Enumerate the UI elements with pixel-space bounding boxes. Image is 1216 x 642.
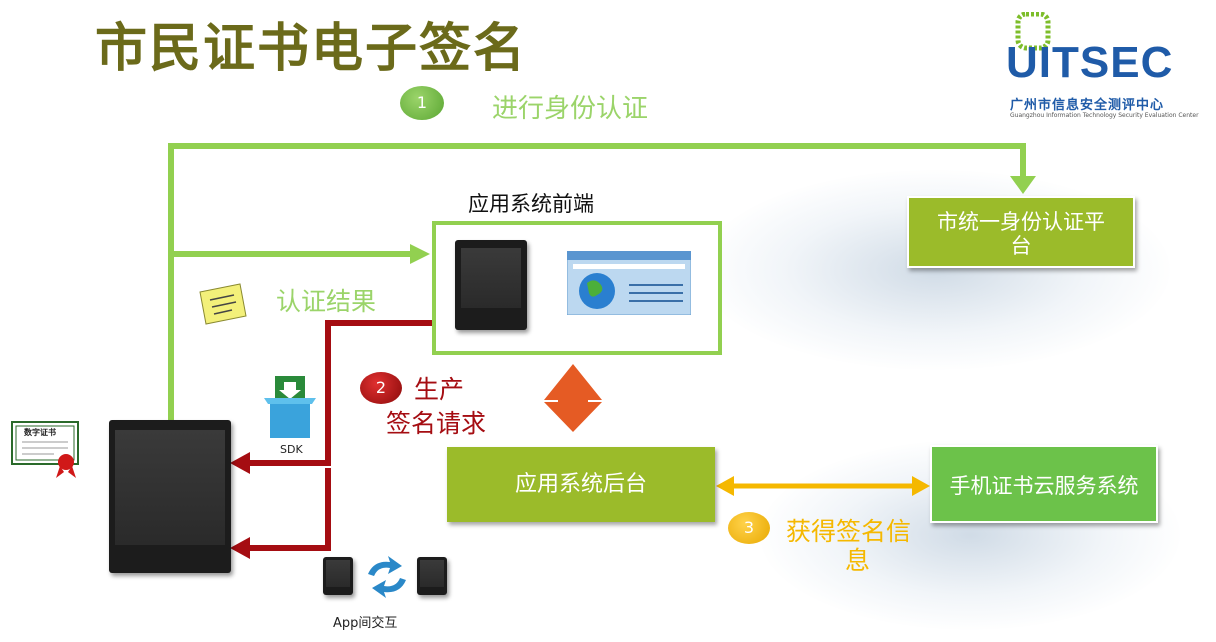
app-interaction-label: App间交互 bbox=[333, 616, 398, 631]
auth-platform-box: 市统一身份认证平 台 bbox=[907, 196, 1135, 268]
page-title: 市民证书电子签名 bbox=[95, 19, 528, 79]
auth-result-label: 认证结果 bbox=[276, 287, 377, 316]
step-3-label-1: 获得签名信 bbox=[786, 517, 912, 546]
sign-request-arrowhead bbox=[230, 452, 250, 474]
step-3-label-2: 息 bbox=[845, 546, 871, 575]
logo-org-en: Guangzhou Information Technology Securit… bbox=[1010, 112, 1199, 119]
sdk-label: SDK bbox=[280, 443, 303, 456]
auth-flow-line bbox=[168, 143, 1026, 420]
step-1-label: 进行身份认证 bbox=[492, 94, 649, 124]
logo-emblem-icon bbox=[1015, 12, 1051, 51]
auth-platform-label-2: 台 bbox=[1010, 234, 1032, 258]
auth-result-arrowhead bbox=[410, 244, 430, 264]
logo-org-cn: 广州市信息安全测评中心 bbox=[1010, 98, 1165, 113]
sync-arrows-icon bbox=[360, 556, 414, 602]
step-3-badge: 3 bbox=[728, 512, 770, 544]
step-2-label-2: 签名请求 bbox=[386, 409, 487, 438]
step-1-badge: 1 bbox=[400, 86, 444, 120]
uitsec-logo: UITSEC 广州市信息安全测评中心 Guangzhou Information… bbox=[1006, 12, 1206, 124]
phone-icon bbox=[323, 557, 353, 595]
phone-icon bbox=[417, 557, 447, 595]
backend-box: 应用系统后台 bbox=[447, 447, 715, 522]
auth-platform-label-1: 市统一身份认证平 bbox=[937, 210, 1105, 234]
app-interaction-line bbox=[248, 468, 331, 551]
auth-flow-arrowhead bbox=[1010, 176, 1036, 194]
frontend-label: 应用系统前端 bbox=[468, 192, 594, 216]
frontend-backend-double-arrow bbox=[544, 364, 602, 432]
phone-icon bbox=[109, 420, 231, 573]
phone-icon bbox=[455, 240, 527, 330]
cloud-service-box: 手机证书云服务系统 bbox=[930, 445, 1158, 523]
backend-cloud-arrow-left bbox=[716, 476, 734, 496]
app-interaction-arrowhead bbox=[230, 537, 250, 559]
backend-cloud-arrow-right bbox=[912, 476, 930, 496]
sticky-note-icon bbox=[196, 282, 248, 330]
step-2-badge: 2 bbox=[360, 372, 402, 404]
logo-wordmark: UITSEC bbox=[1006, 38, 1174, 87]
browser-window-icon bbox=[566, 250, 692, 316]
step-2-label-1: 生产 bbox=[414, 375, 465, 404]
sign-request-line bbox=[248, 320, 432, 466]
certificate-label: 数字证书 bbox=[24, 428, 56, 437]
certificate-icon: 数字证书 bbox=[10, 420, 82, 484]
sdk-box-icon bbox=[262, 374, 320, 444]
